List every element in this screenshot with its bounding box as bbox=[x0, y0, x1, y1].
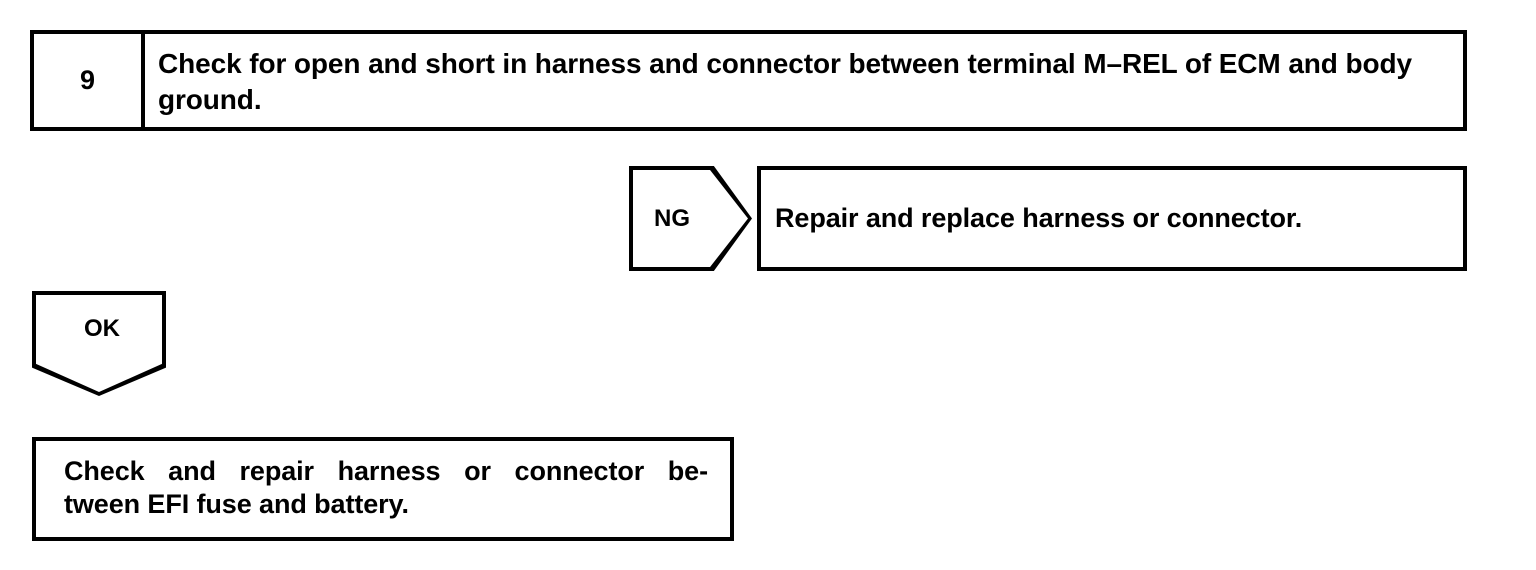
step-instruction-text: Check for open and short in harness and … bbox=[158, 48, 1412, 115]
ok-branch-label: OK bbox=[84, 315, 120, 342]
ng-branch-arrow: NG bbox=[629, 166, 752, 271]
ng-result-box: Repair and replace harness or connector. bbox=[757, 166, 1467, 271]
step-number-cell: 9 bbox=[34, 34, 145, 127]
ok-result-text: Check and repair harness or connector be… bbox=[64, 455, 708, 521]
ok-branch-arrow: OK bbox=[32, 291, 166, 396]
step-number: 9 bbox=[79, 65, 96, 95]
step-header-row: 9 Check for open and short in harness an… bbox=[30, 30, 1467, 131]
ok-result-text-line-2: tween EFI fuse and battery. bbox=[64, 488, 409, 519]
ng-result-text: Repair and replace harness or connector. bbox=[775, 203, 1303, 233]
ok-result-text-line-1: Check and repair harness or connector be… bbox=[64, 456, 708, 486]
ok-result-box: Check and repair harness or connector be… bbox=[32, 437, 734, 541]
step-instruction-cell: Check for open and short in harness and … bbox=[145, 34, 1463, 127]
ng-branch-label: NG bbox=[654, 204, 690, 232]
